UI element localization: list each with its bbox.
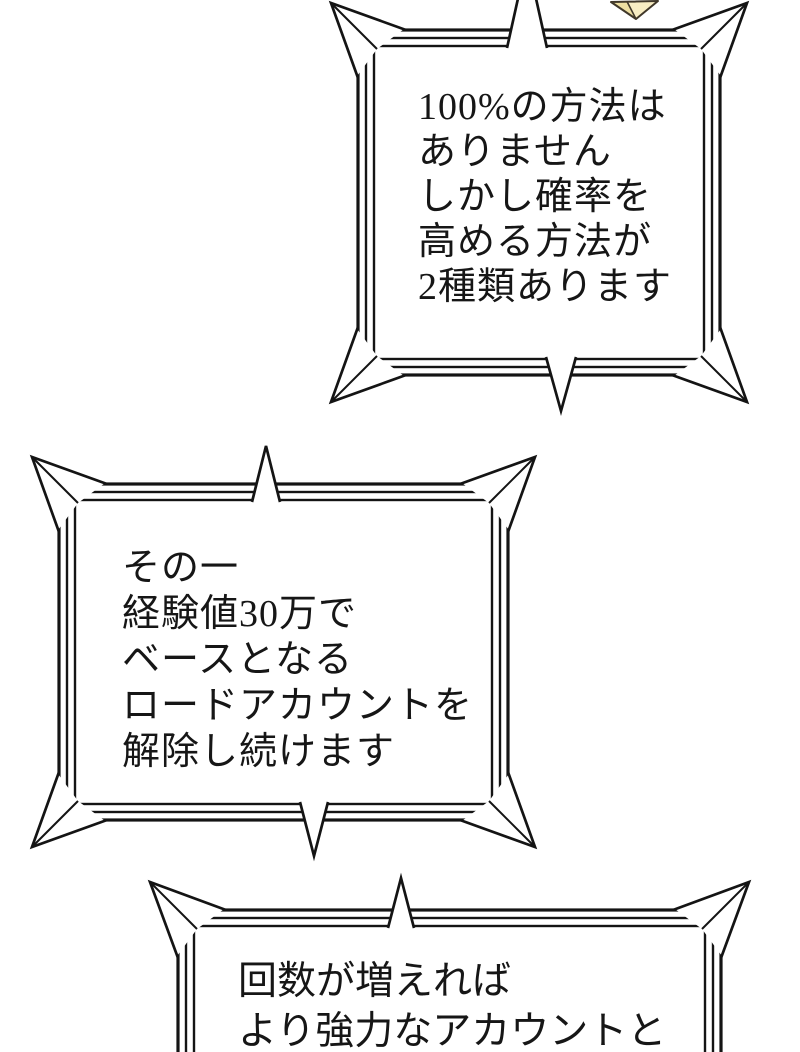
speech-line: 経験値30万で <box>122 593 358 635</box>
speech-line: 100%の方法は <box>418 86 667 128</box>
speech-line: 解除し続けます <box>122 731 396 773</box>
speech-bubble-2-text: その一 経験値30万で ベースとなる ロードアカウントを 解除し続けます <box>122 545 473 775</box>
speech-bubble-2-frame <box>29 445 538 862</box>
speech-line: 回数が増えれば <box>238 960 512 1003</box>
speech-bubble-3-text: 回数が増えれば より強力なアカウントと <box>238 957 666 1052</box>
speech-line: ありません <box>418 131 612 173</box>
speech-bubble-3-frame <box>147 872 752 1052</box>
speech-bubble-1-text: 100%の方法は ありません しかし確率を 高める方法が 2種類あります <box>418 85 672 310</box>
speech-line: ロードアカウントを <box>122 685 474 727</box>
speech-line: 高める方法が <box>418 221 653 263</box>
speech-line: ベースとなる <box>122 639 353 681</box>
speech-line: より強力なアカウントと <box>238 1010 667 1052</box>
speech-line: その一 <box>122 547 240 589</box>
gold-gem-fragment-icon <box>610 0 659 20</box>
speech-bubble-1-frame <box>328 0 750 417</box>
speech-line: しかし確率を <box>418 176 653 218</box>
speech-line: 2種類あります <box>418 266 673 308</box>
